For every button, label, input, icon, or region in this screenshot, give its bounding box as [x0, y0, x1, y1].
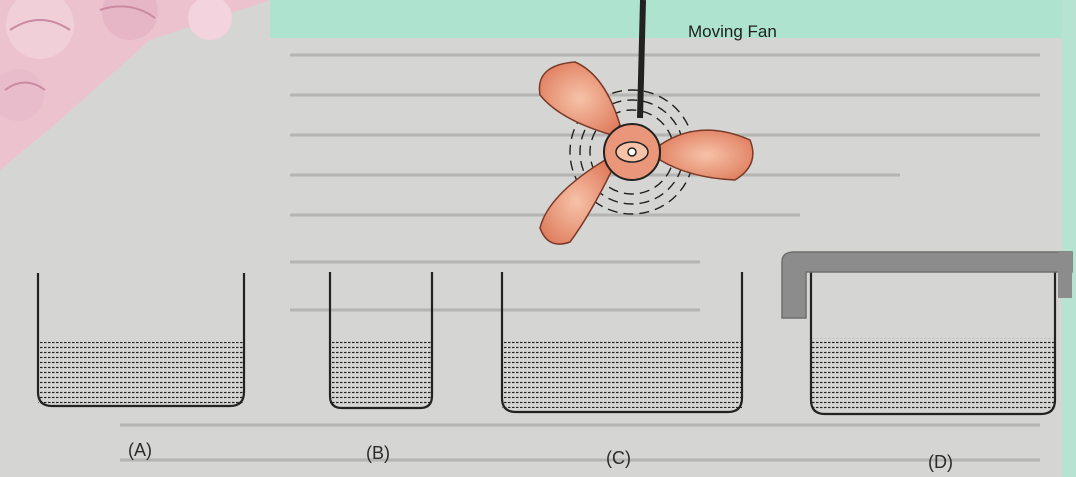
lid-icon — [781, 251, 1073, 319]
label-a: (A) — [128, 440, 152, 460]
right-mint-strip — [1062, 0, 1076, 477]
beaker-c-icon — [500, 272, 744, 414]
fan-label: Moving Fan — [688, 22, 777, 41]
label-d: (D) — [928, 452, 953, 472]
beaker-b-icon — [328, 272, 434, 410]
fan-icon — [538, 0, 754, 245]
floral-corner — [0, 0, 270, 170]
beaker-a-icon — [36, 273, 246, 408]
label-b: (B) — [366, 443, 390, 463]
label-c: (C) — [606, 448, 631, 468]
beaker-d-icon — [809, 268, 1057, 416]
mint-band — [270, 0, 1076, 38]
